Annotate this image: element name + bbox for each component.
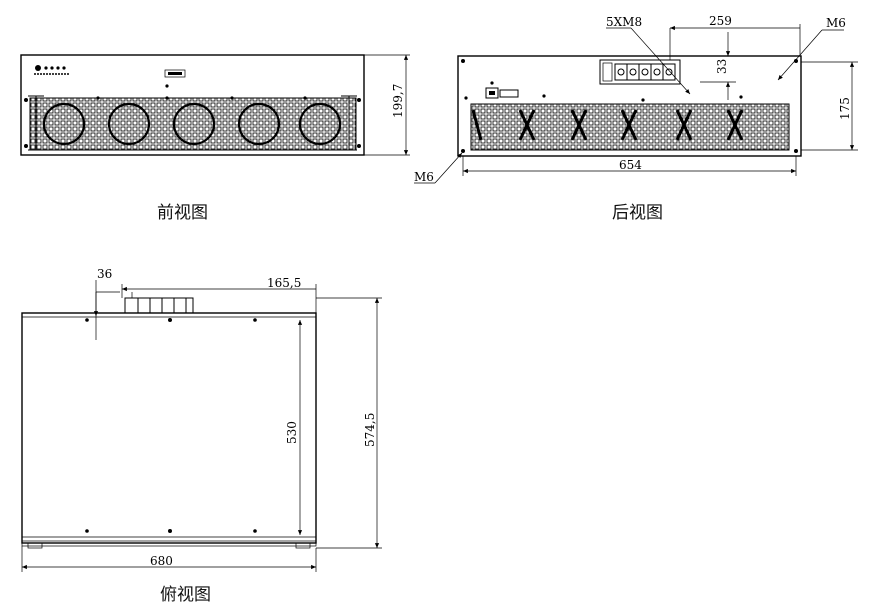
rear-width-label: 654: [619, 158, 642, 172]
top-outer-depth-label: 574,5: [363, 413, 377, 447]
top-36-dimension: 36: [93, 267, 120, 340]
top-body-outline: [21, 312, 317, 544]
front-display-window: [164, 69, 186, 78]
rear-view: 5XM8 259 33 M6 M6 654: [414, 14, 858, 223]
front-view: 199,7 前视图: [20, 54, 410, 223]
front-height-label: 199,7: [391, 84, 405, 118]
rear-width-dimension: 654: [462, 156, 797, 176]
rear-connectors: [464, 81, 743, 102]
rear-33-label: 33: [715, 59, 729, 74]
rear-259-label: 259: [709, 14, 732, 28]
front-fan-grille: [29, 97, 357, 151]
top-165-label: 165,5: [267, 276, 301, 290]
top-inner-depth-dimension: 530: [285, 320, 303, 535]
top-165-dimension: 165,5: [121, 276, 317, 313]
rear-screw-bottom-label: M6: [414, 170, 434, 184]
rear-terminal-block: [599, 59, 681, 85]
top-view-caption: 俯视图: [160, 585, 211, 605]
top-width-dimension: 680: [21, 546, 317, 572]
front-view-caption: 前视图: [157, 203, 208, 223]
front-panel-outline: [20, 54, 365, 156]
rear-panel-outline: [457, 55, 802, 157]
top-outer-depth-dimension: 574,5: [316, 297, 382, 549]
top-view: 36 165,5 530 574,5 680 俯视图: [21, 267, 382, 605]
front-fan-circles: [42, 102, 342, 146]
rear-259-dimension: 259: [669, 14, 801, 60]
rear-height-label: 175: [838, 97, 852, 120]
rear-height-dimension: 175: [801, 61, 858, 151]
top-terminal-outline: [124, 292, 194, 314]
front-screws: [24, 96, 361, 148]
front-indicator-leds: [34, 65, 70, 75]
front-left-handle: [28, 95, 44, 151]
rear-fan-blades: [471, 109, 744, 141]
top-36-label: 36: [97, 267, 112, 281]
rear-screw-top-label: M6: [826, 16, 846, 30]
rear-view-caption: 后视图: [612, 203, 663, 223]
rear-terminal-label: 5XM8: [606, 15, 642, 29]
rear-corner-screws: [461, 59, 798, 153]
front-right-handle: [341, 95, 357, 151]
top-screws: [85, 318, 257, 533]
rear-33-dimension: 33: [700, 32, 736, 100]
top-inner-depth-label: 530: [285, 421, 299, 444]
front-height-dimension: 199,7: [364, 54, 410, 156]
top-width-label: 680: [150, 554, 173, 568]
